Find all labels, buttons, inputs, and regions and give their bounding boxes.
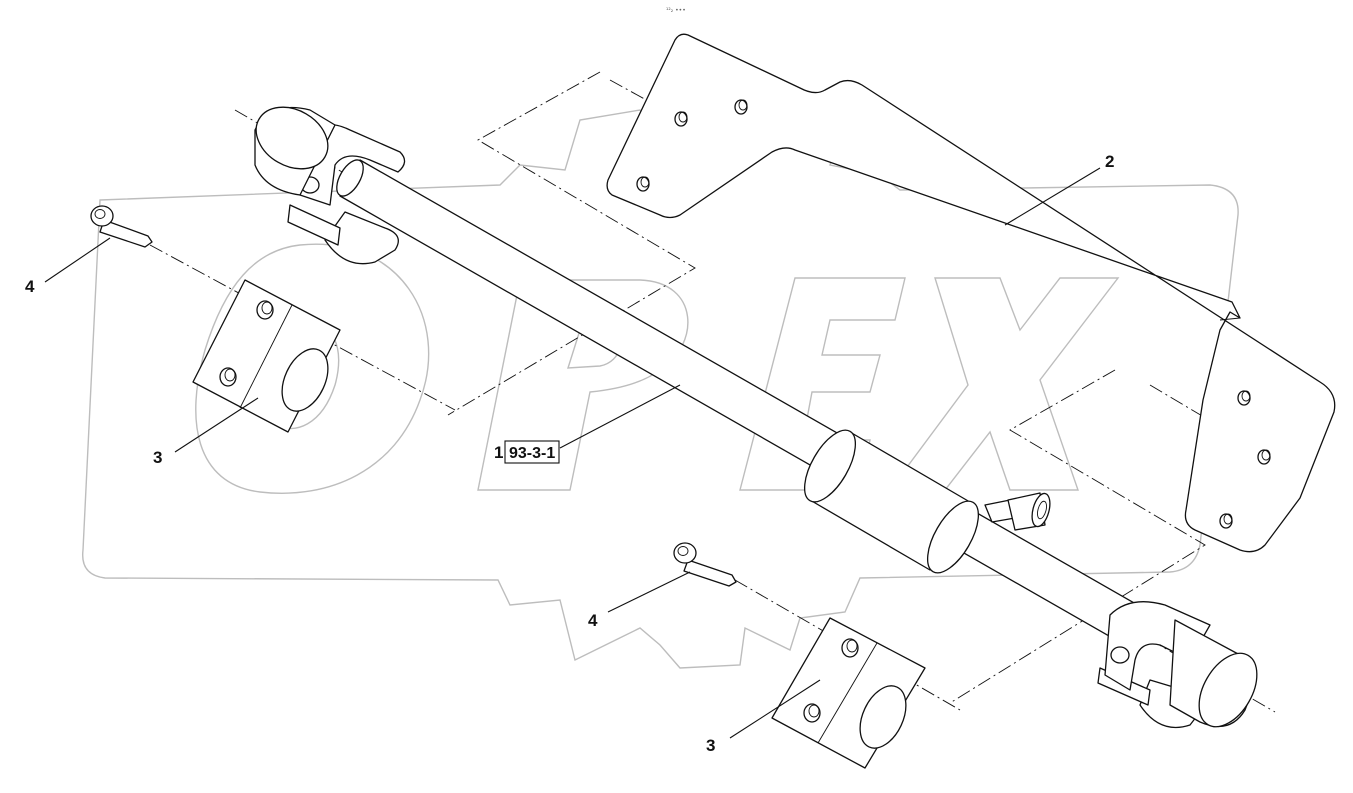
upper-spacer-plate — [192, 279, 341, 433]
bracket-hole — [1237, 390, 1251, 406]
callout-screw-upper: 4 — [25, 277, 35, 296]
bracket-hole — [674, 111, 688, 127]
upper-clamp — [254, 106, 406, 265]
bracket-outline — [606, 33, 1336, 553]
leader-4-upper — [44, 237, 111, 283]
leader-3-lower — [729, 679, 821, 739]
leader-1 — [559, 384, 681, 449]
shaft-rod — [339, 159, 1151, 649]
shaft-reference-tag: 1 93-3-1 — [494, 440, 560, 464]
shaft-assembly — [254, 106, 1258, 729]
upper-screw — [90, 205, 153, 248]
reference-label[interactable]: 93-3-1 — [509, 445, 555, 462]
callout-shaft: 1 — [494, 443, 503, 462]
leader-2 — [1004, 167, 1101, 226]
watermark-letter-o-outer — [195, 243, 430, 494]
shaft-rod-end — [336, 159, 364, 197]
grease-fitting — [984, 492, 1051, 531]
reference-box — [504, 440, 560, 464]
header-code: ¹²₂ ••• — [666, 7, 686, 14]
callout-bracket: 2 — [1105, 152, 1114, 171]
leader-lines — [44, 167, 1101, 739]
upper-plate-envelope — [447, 71, 696, 416]
bracket-hole — [1219, 513, 1233, 529]
damper-sleeve-front — [803, 429, 857, 503]
bracket-holes — [636, 99, 1271, 529]
lower-screw — [673, 542, 737, 587]
callout-screw-lower: 4 — [588, 611, 598, 630]
lower-clamp — [1097, 601, 1258, 729]
callout-plate-lower: 3 — [706, 736, 715, 755]
callout-plate-upper: 3 — [153, 448, 162, 467]
bracket-hole — [636, 176, 650, 192]
lower-plate-envelope — [949, 369, 1206, 704]
mounting-bracket — [606, 33, 1336, 553]
leader-4-lower — [607, 571, 691, 613]
bracket-fold-line — [1219, 317, 1241, 321]
watermark-letter-x — [888, 277, 1120, 491]
damper-sleeve-back — [926, 500, 980, 574]
lower-spacer-plate — [771, 617, 926, 769]
bracket-hole — [734, 99, 748, 115]
leader-3-upper — [174, 397, 259, 453]
bracket-hole — [1257, 449, 1271, 465]
